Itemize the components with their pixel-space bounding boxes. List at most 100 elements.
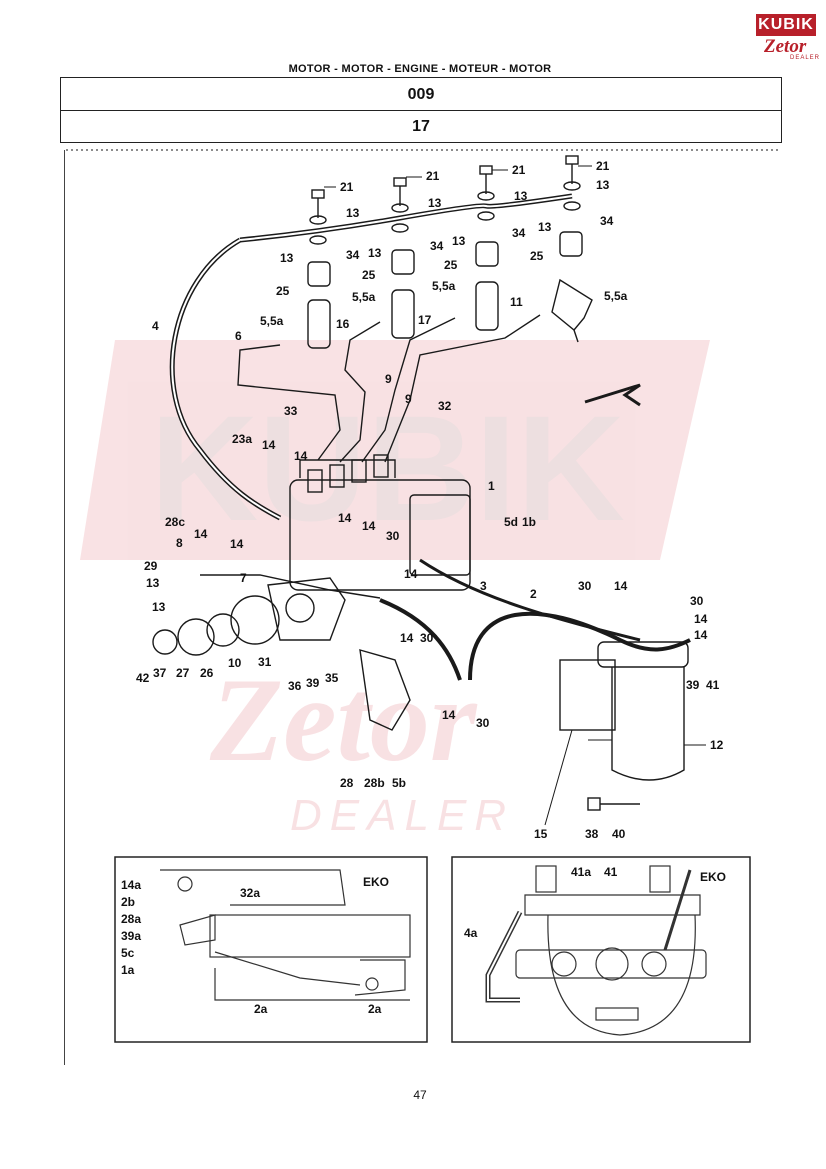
label-5-5a: 5,5a	[604, 289, 628, 303]
label-10: 10	[228, 656, 242, 670]
logo-tag: DEALER	[790, 55, 821, 61]
label-15: 15	[534, 827, 548, 841]
watermark-tag: DEALER	[290, 791, 514, 840]
label-28b: 28b	[364, 776, 385, 790]
label-5-5a: 5,5a	[352, 290, 376, 304]
label-30: 30	[476, 716, 490, 730]
label-30: 30	[420, 631, 434, 645]
label-21: 21	[512, 163, 526, 177]
label-41: 41	[706, 678, 720, 692]
watermark: KUBIK Zetor DEALER	[80, 340, 710, 840]
inset-label-4a: 4a	[464, 926, 478, 940]
label-36: 36	[288, 679, 302, 693]
label-23a: 23a	[232, 432, 252, 446]
label-14: 14	[262, 438, 276, 452]
label-39: 39	[686, 678, 700, 692]
label-34: 34	[600, 214, 614, 228]
label-13: 13	[596, 178, 610, 192]
label-37: 37	[153, 666, 167, 680]
label-13: 13	[346, 206, 360, 220]
inset-label-2a: 2a	[368, 1002, 382, 1016]
label-12: 12	[710, 738, 724, 752]
label-3: 3	[480, 579, 487, 593]
label-13: 13	[514, 189, 528, 203]
label-33: 33	[284, 404, 298, 418]
label-13: 13	[280, 251, 294, 265]
label-30: 30	[690, 594, 704, 608]
label-11: 11	[510, 295, 523, 309]
label-13: 13	[428, 196, 442, 210]
label-14: 14	[404, 567, 418, 581]
diagram-linework	[66, 149, 780, 811]
page-header-title: MOTOR - MOTOR - ENGINE - MOTEUR - MOTOR	[288, 63, 552, 75]
label-34: 34	[430, 239, 444, 253]
label-34: 34	[346, 248, 360, 262]
label-21: 21	[596, 159, 610, 173]
label-21: 21	[426, 169, 440, 183]
inset-left: EKO 14a 2b 28a 39a 5c 1a 32a 2a 2a	[114, 856, 428, 1043]
inset-right-tag: EKO	[700, 870, 726, 884]
label-42: 42	[136, 671, 150, 685]
label-9: 9	[405, 392, 412, 406]
label-13: 13	[538, 220, 552, 234]
label-9: 9	[385, 372, 392, 386]
label-27: 27	[176, 666, 190, 680]
label-4: 4	[152, 319, 159, 333]
label-14: 14	[442, 708, 456, 722]
inset-label-5c: 5c	[121, 946, 135, 960]
page-number: 47	[413, 1088, 427, 1102]
label-5b: 5b	[392, 776, 406, 790]
label-17: 17	[418, 313, 432, 327]
label-30: 30	[578, 579, 592, 593]
inset-label-41a: 41a	[571, 865, 591, 879]
label-1: 1	[488, 479, 495, 493]
watermark-sub: Zetor	[209, 653, 478, 786]
inset-label-2a: 2a	[254, 1002, 268, 1016]
label-14: 14	[194, 527, 208, 541]
label-34: 34	[512, 226, 526, 240]
label-7: 7	[240, 571, 247, 585]
label-16: 16	[336, 317, 350, 331]
label-25: 25	[362, 268, 376, 282]
left-margin-rule	[64, 150, 65, 1065]
label-14: 14	[614, 579, 628, 593]
inset-label-14a: 14a	[121, 878, 141, 892]
label-14: 14	[694, 628, 708, 642]
group-number: 009	[61, 78, 781, 111]
label-13: 13	[152, 600, 166, 614]
label-14: 14	[400, 631, 414, 645]
label-13: 13	[146, 576, 160, 590]
label-40: 40	[612, 827, 626, 841]
label-35: 35	[325, 671, 339, 685]
part-number-labels: 21 21 21 21 13 13 13 13 13 13 13 13 34 3…	[136, 159, 724, 841]
label-31: 31	[258, 655, 272, 669]
label-8: 8	[176, 536, 183, 550]
inset-label-41: 41	[604, 865, 618, 879]
label-14: 14	[230, 537, 244, 551]
label-5-5a: 5,5a	[260, 314, 284, 328]
label-39: 39	[306, 676, 320, 690]
label-32: 32	[438, 399, 452, 413]
label-14: 14	[694, 612, 708, 626]
label-5-5a: 5,5a	[432, 279, 456, 293]
inset-label-39a: 39a	[121, 929, 141, 943]
label-6: 6	[235, 329, 242, 343]
label-25: 25	[276, 284, 290, 298]
label-13: 13	[452, 234, 466, 248]
label-28c: 28c	[165, 515, 185, 529]
label-14: 14	[362, 519, 376, 533]
inset-label-2b: 2b	[121, 895, 135, 909]
inset-left-tag: EKO	[363, 875, 389, 889]
label-21: 21	[340, 180, 354, 194]
label-29: 29	[144, 559, 158, 573]
label-2: 2	[530, 587, 537, 601]
label-25: 25	[444, 258, 458, 272]
figure-number: 17	[412, 118, 430, 135]
label-14: 14	[338, 511, 352, 525]
label-14: 14	[294, 449, 308, 463]
label-30: 30	[386, 529, 400, 543]
label-5d: 5d	[504, 515, 518, 529]
leader-lines	[324, 165, 706, 826]
label-28: 28	[340, 776, 354, 790]
